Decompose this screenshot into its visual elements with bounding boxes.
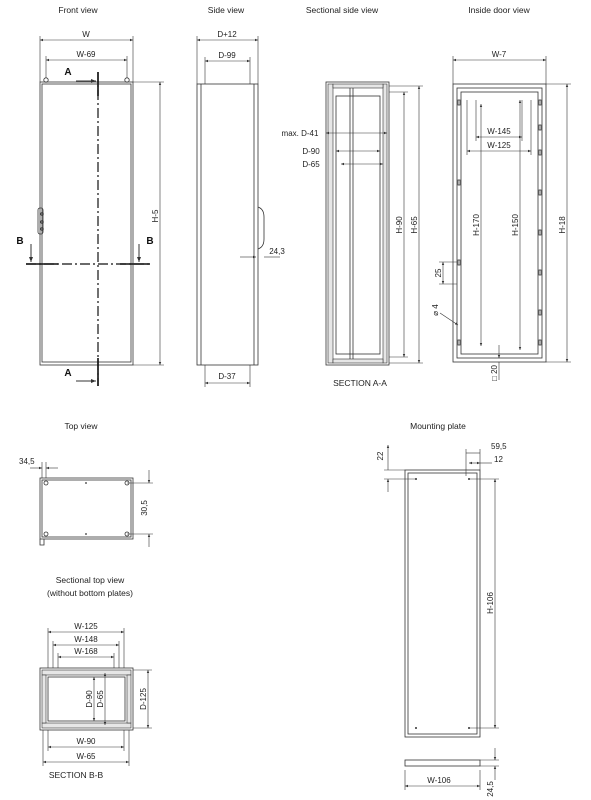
- dim-st-w168: W-168: [74, 647, 98, 656]
- section-a-bottom-label: A: [64, 368, 71, 379]
- section-b-left-label: B: [16, 236, 23, 247]
- dim-st-w90: W-90: [77, 737, 97, 746]
- dim-st-w125: W-125: [74, 622, 98, 631]
- dim-w7: W-7: [492, 50, 507, 59]
- top-view-outline: [39, 477, 134, 540]
- sectional-top-title: Sectional top view: [56, 575, 125, 585]
- dim-st-d65: D-65: [96, 690, 105, 708]
- inside-door-outline: [452, 83, 547, 363]
- mounting-plate-title: Mounting plate: [410, 421, 466, 431]
- dim-st-d90: D-90: [85, 690, 94, 708]
- dim-243: 24,3: [269, 247, 285, 256]
- dim-595: 59,5: [491, 442, 507, 451]
- section-a-top-label: A: [64, 67, 71, 78]
- front-view-title: Front view: [58, 5, 98, 15]
- dim-d12: D+12: [217, 30, 237, 39]
- dim-12: 12: [494, 455, 503, 464]
- dim-25: 25: [434, 268, 443, 277]
- dim-d90: D-90: [302, 147, 320, 156]
- dim-h106: H-106: [486, 592, 495, 614]
- sectional-top-subtitle: (without bottom plates): [47, 588, 133, 598]
- dim-maxd41: max. D-41: [282, 129, 319, 138]
- dim-245: 24,5: [486, 781, 495, 797]
- sectional-top-view: Sectional top view (without bottom plate…: [39, 575, 152, 780]
- mounting-plate-outline: [404, 469, 481, 738]
- sectional-side-view: Sectional side view max. D-41 D-90 D-65 …: [282, 5, 423, 388]
- side-cabinet-outline: [196, 83, 259, 366]
- dim-305: 30,5: [140, 500, 149, 516]
- mounting-plate-view: Mounting plate 22 59,5 12 H-106 W-106: [376, 421, 507, 797]
- front-view: Front view W W-69 H-5 A A: [16, 5, 164, 386]
- dim-h170: H-170: [472, 214, 481, 236]
- dim-d65: D-65: [302, 160, 320, 169]
- dim-h18: H-18: [558, 216, 567, 234]
- dim-st-w65: W-65: [77, 752, 97, 761]
- dim-st-w148: W-148: [74, 635, 98, 644]
- side-view-title: Side view: [208, 5, 245, 15]
- dim-d37: D-37: [218, 372, 236, 381]
- top-view-title: Top view: [64, 421, 98, 431]
- sectional-side-outline: [325, 81, 390, 366]
- dim-h90: H-90: [395, 216, 404, 234]
- dim-w106: W-106: [427, 776, 451, 785]
- sectional-side-title: Sectional side view: [306, 5, 379, 15]
- dim-dia4: ⌀ 4: [431, 304, 440, 316]
- dim-345: 34,5: [19, 457, 35, 466]
- section-aa-caption: SECTION A-A: [333, 378, 387, 388]
- side-view: Side view D+12 D-99 24,3 D-37: [196, 5, 285, 387]
- dim-h5: H-5: [151, 209, 160, 222]
- sectional-top-outline: [39, 667, 134, 731]
- inside-door-view: Inside door view W-7 W-145 W-125 H-170: [431, 5, 571, 381]
- dim-st-d125: D-125: [139, 688, 148, 710]
- dim-22: 22: [376, 451, 385, 460]
- dim-w69: W-69: [77, 50, 97, 59]
- inside-door-title: Inside door view: [468, 5, 530, 15]
- section-b-right-label: B: [146, 236, 153, 247]
- dim-d99: D-99: [218, 51, 236, 60]
- dim-w125: W-125: [487, 141, 511, 150]
- section-bb-caption: SECTION B-B: [49, 770, 104, 780]
- front-cabinet-outline: [39, 81, 134, 366]
- dim-h150: H-150: [511, 214, 520, 236]
- dim-sq20: □ 20: [490, 364, 499, 381]
- dim-h65: H-65: [410, 216, 419, 234]
- dim-w: W: [82, 30, 90, 39]
- dim-w145: W-145: [487, 127, 511, 136]
- top-view: Top view 34,5 30,5: [19, 421, 153, 547]
